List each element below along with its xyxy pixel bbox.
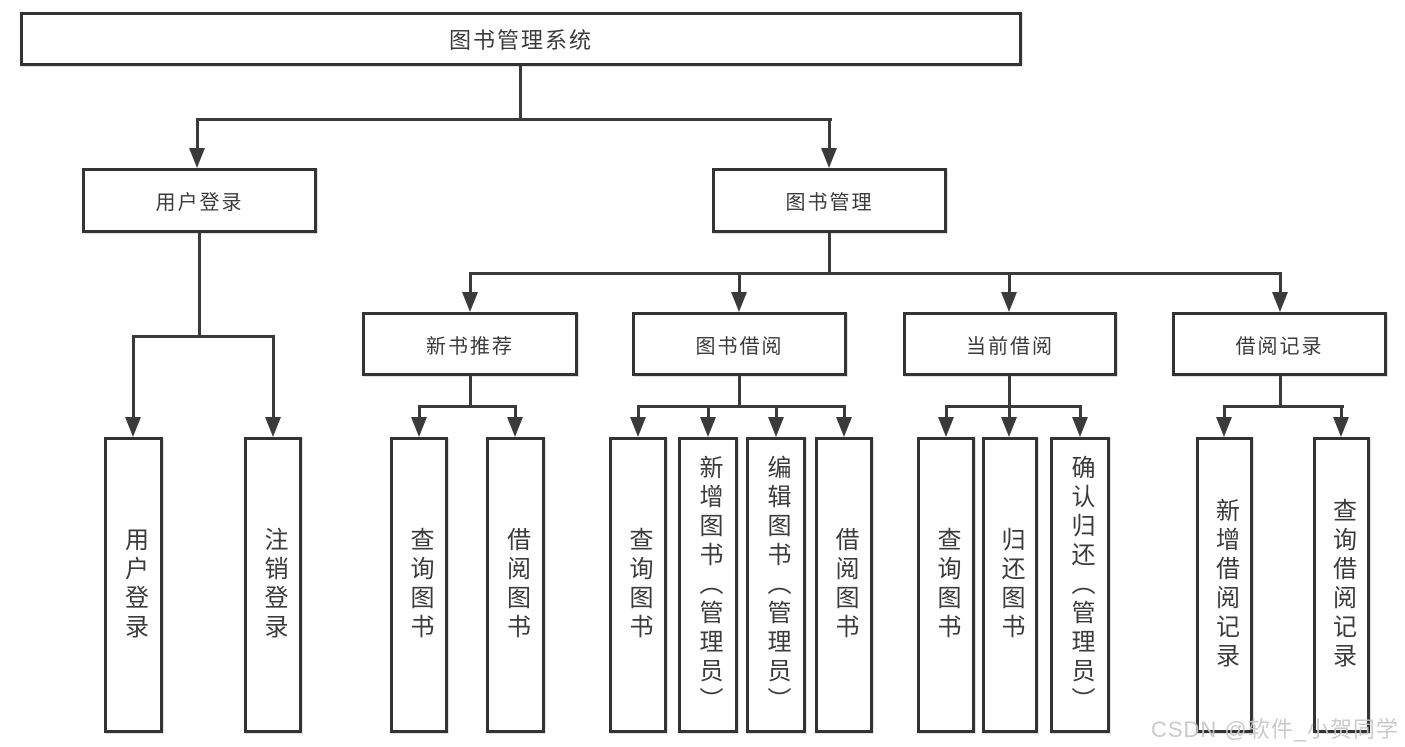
connector-line [1340,405,1343,417]
connector-line [1008,405,1011,417]
connector-line [1223,405,1226,417]
connector-arrow [1072,417,1088,437]
leaf-recommend-query-books: 查询图书 [390,437,448,733]
connector-line [198,233,201,335]
connector-arrow [700,417,716,437]
connector-arrow [1001,417,1017,437]
leaf-logout: 注销登录 [244,437,302,733]
connector-arrow [630,417,646,437]
connector-arrow [836,417,852,437]
connector-line [843,405,846,417]
leaf-records-query-record: 查询借阅记录 [1313,437,1370,733]
leaf-label: 查询图书 [625,527,652,643]
connector-arrow [1333,417,1349,437]
node-book-borrow: 图书借阅 [632,312,847,376]
leaf-label: 查询借阅记录 [1328,498,1356,672]
connector-line [418,405,421,417]
connector-line [738,272,741,292]
connector-arrow [265,417,281,437]
connector-line [828,233,831,272]
connector-arrow [125,417,141,437]
connector-line [519,66,522,118]
connector-line [132,335,275,338]
connector-line [272,335,275,417]
connector-arrow [731,292,747,312]
connector-line [1079,405,1082,417]
connector-line [132,335,135,417]
leaf-label: 借阅图书 [502,527,530,643]
connector-line [828,118,831,148]
connector-line [637,405,640,417]
connector-line [738,376,741,405]
connector-arrow [1272,292,1288,312]
connector-line [469,376,472,405]
connector-arrow [938,417,954,437]
leaf-borrow-borrow-books: 借阅图书 [815,437,873,733]
leaf-current-confirm-return-admin: 确认归还（管理员） [1050,437,1110,733]
node-user-login: 用户登录 [82,168,317,233]
csdn-watermark: CSDN @软件_小贺同学 [1150,717,1399,742]
connector-line [1223,405,1344,408]
connector-line [196,118,199,148]
connector-line [196,118,832,121]
leaf-label: 注销登录 [260,527,287,643]
node-library-system: 图书管理系统 [20,12,1022,66]
connector-line [514,405,517,417]
connector-line [945,405,1082,408]
leaf-borrow-add-books-admin: 新增图书（管理员） [678,437,738,733]
connector-line [1279,272,1282,292]
connector-line [1008,272,1011,292]
connector-arrow [1216,417,1232,437]
leaf-label: 查询图书 [406,527,433,643]
leaf-current-return-books: 归还图书 [982,437,1038,733]
leaf-label: 用户登录 [120,527,148,643]
leaf-records-add-record: 新增借阅记录 [1196,437,1253,733]
node-new-book-recommend: 新书推荐 [362,312,578,376]
leaf-label: 确认归还（管理员） [1067,454,1094,716]
leaf-label: 借阅图书 [831,527,858,643]
connector-line [775,405,778,417]
leaf-borrow-query-books: 查询图书 [609,437,667,733]
connector-line [637,405,846,408]
connector-line [1008,376,1011,405]
connector-line [469,272,472,292]
leaf-label: 归还图书 [997,527,1024,643]
leaf-label: 新增借阅记录 [1211,498,1239,672]
leaf-label: 编辑图书（管理员） [763,454,790,716]
connector-line [945,405,948,417]
node-borrow-records: 借阅记录 [1172,312,1387,376]
connector-arrow [768,417,784,437]
connector-line [469,272,1282,275]
connector-arrow [507,417,523,437]
connector-arrow [1001,292,1017,312]
connector-arrow [189,148,205,168]
leaf-label: 新增图书（管理员） [695,454,722,716]
connector-line [1279,376,1282,405]
leaf-borrow-edit-books-admin: 编辑图书（管理员） [746,437,806,733]
connector-line [707,405,710,417]
connector-arrow [462,292,478,312]
leaf-recommend-borrow-books: 借阅图书 [486,437,545,733]
node-current-borrow: 当前借阅 [903,312,1117,376]
connector-line [418,405,517,408]
node-book-management: 图书管理 [712,168,947,233]
connector-arrow [821,148,837,168]
connector-arrow [411,417,427,437]
leaf-user-login: 用户登录 [104,437,163,733]
leaf-current-query-books: 查询图书 [917,437,975,733]
leaf-label: 查询图书 [933,527,960,643]
